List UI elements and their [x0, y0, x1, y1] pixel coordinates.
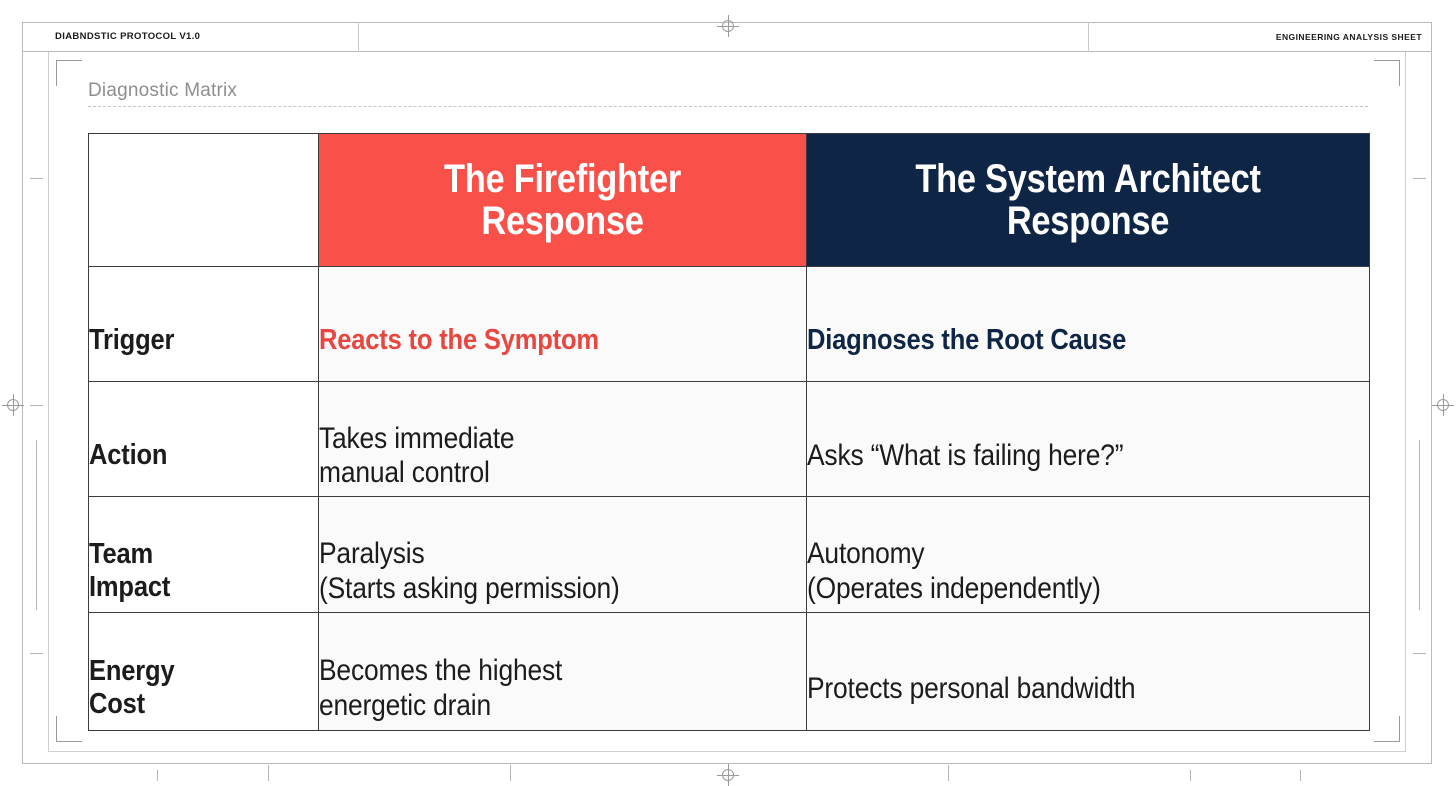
row-label-action-text: Action — [89, 439, 168, 471]
diagnostic-matrix-table: The Firefighter Response The System Arch… — [88, 133, 1370, 731]
column-header-architect: The System Architect Response — [806, 133, 1370, 267]
section-header: Diagnostic Matrix — [88, 78, 1368, 112]
edge-tick — [1413, 178, 1426, 179]
matrix-corner-cell — [88, 133, 319, 267]
edge-tick — [30, 405, 43, 406]
edge-tick — [30, 178, 43, 179]
cell-team-impact-firefighter: Paralysis (Starts asking permission) — [318, 496, 807, 613]
edge-tick — [268, 765, 269, 781]
document-code: DIABNDSTIC PROTOCOL V1.0 — [55, 31, 201, 42]
edge-tick — [948, 765, 949, 781]
cell-energy-cost-architect: Protects personal bandwidth — [806, 612, 1370, 731]
cell-trigger-firefighter-text: Reacts to the Symptom — [319, 324, 599, 356]
row-label-team-impact: Team Impact — [88, 496, 319, 613]
edge-tick — [1190, 770, 1191, 781]
cell-trigger-architect: Diagnoses the Root Cause — [806, 266, 1370, 382]
edge-tick — [157, 770, 158, 781]
edge-tick — [30, 653, 43, 654]
table-row: Trigger Reacts to the Symptom Diagnoses … — [88, 266, 1370, 382]
crop-mark-bottom-right — [1374, 716, 1400, 742]
registration-mark-left — [2, 394, 24, 416]
row-label-energy-cost: Energy Cost — [88, 612, 319, 731]
document-label: ENGINEERING ANALYSIS SHEET — [1275, 32, 1422, 42]
row-label-energy-cost-text: Energy Cost — [89, 654, 175, 721]
cell-team-impact-architect-text: Autonomy (Operates independently) — [807, 537, 1101, 605]
sheet-inner-frame — [48, 52, 1406, 752]
matrix-header-row: The Firefighter Response The System Arch… — [88, 133, 1370, 267]
registration-hline-icon — [717, 25, 739, 27]
registration-mark-top — [717, 15, 739, 37]
row-label-trigger: Trigger — [88, 266, 319, 382]
registration-hline-icon — [2, 404, 24, 406]
column-header-architect-label: The System Architect Response — [915, 156, 1261, 243]
edge-tick — [510, 765, 511, 781]
cell-action-firefighter: Takes immediate manual control — [318, 381, 807, 497]
page-title: Diagnostic Matrix — [88, 80, 238, 101]
column-header-firefighter: The Firefighter Response — [318, 133, 807, 267]
crop-mark-top-left — [56, 60, 82, 86]
cell-trigger-architect-text: Diagnoses the Root Cause — [807, 324, 1127, 356]
cell-action-architect: Asks “What is failing here?” — [806, 381, 1370, 497]
registration-mark-right — [1432, 394, 1454, 416]
cell-energy-cost-firefighter-text: Becomes the highest energetic drain — [319, 654, 563, 722]
crop-mark-top-right — [1374, 60, 1400, 86]
cell-energy-cost-architect-text: Protects personal bandwidth — [807, 671, 1136, 705]
edge-tick — [1419, 440, 1420, 610]
edge-tick — [36, 440, 37, 610]
title-block-divider — [358, 22, 359, 52]
title-block-divider — [1088, 22, 1089, 52]
edge-tick — [1300, 770, 1301, 781]
edge-tick — [1413, 653, 1426, 654]
registration-mark-bottom — [717, 764, 739, 786]
cell-team-impact-architect: Autonomy (Operates independently) — [806, 496, 1370, 613]
table-row: Energy Cost Becomes the highest energeti… — [88, 612, 1370, 731]
row-label-team-impact-text: Team Impact — [89, 537, 171, 604]
row-label-trigger-text: Trigger — [89, 324, 175, 356]
row-label-action: Action — [88, 381, 319, 497]
registration-hline-icon — [1432, 404, 1454, 406]
table-row: Action Takes immediate manual control As… — [88, 381, 1370, 497]
cell-energy-cost-firefighter: Becomes the highest energetic drain — [318, 612, 807, 731]
section-divider — [88, 106, 1368, 107]
cell-action-architect-text: Asks “What is failing here?” — [807, 439, 1124, 472]
cell-trigger-firefighter: Reacts to the Symptom — [318, 266, 807, 382]
cell-team-impact-firefighter-text: Paralysis (Starts asking permission) — [319, 537, 620, 605]
crop-mark-bottom-left — [56, 716, 82, 742]
table-row: Team Impact Paralysis (Starts asking per… — [88, 496, 1370, 613]
registration-hline-icon — [717, 774, 739, 776]
title-block-strip — [22, 22, 1432, 52]
column-header-firefighter-label: The Firefighter Response — [444, 156, 681, 243]
cell-action-firefighter-text: Takes immediate manual control — [319, 421, 515, 490]
